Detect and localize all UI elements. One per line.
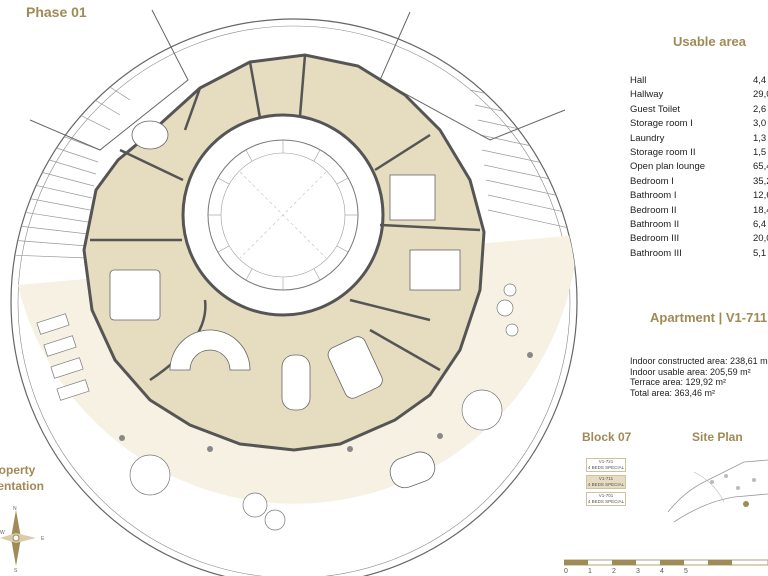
room-area: 6,4 <box>753 218 767 230</box>
terrace-dining-table <box>389 451 436 489</box>
unit-code: V1-721 <box>598 459 614 464</box>
scale-label: 0 <box>564 568 568 575</box>
room-name: Laundry <box>630 132 665 144</box>
room-name: Guest Toilet <box>630 103 680 115</box>
area-row-guest-toilet: Guest Toilet 2,6 <box>630 103 768 117</box>
block-title: Block 07 <box>582 430 632 444</box>
compass-w: W <box>0 530 5 536</box>
orientation-line-2: ientation <box>0 479 44 493</box>
room-name: Bedroom II <box>630 204 677 216</box>
area-row-bedroom-1: Bedroom I 35,2 <box>630 175 768 189</box>
compass-n: N <box>13 506 17 512</box>
courtyard-steps <box>208 140 358 290</box>
scale-label: 2 <box>612 568 616 575</box>
site-plan-title: Site Plan <box>692 430 743 444</box>
columns <box>119 352 533 452</box>
area-row-hall: Hall 4,4 <box>630 74 768 88</box>
area-row-bedroom-3: Bedroom III 20,0 <box>630 232 768 246</box>
floor-plan <box>10 9 578 576</box>
room-area: 65,4 <box>753 161 768 173</box>
area-row-storage-2: Storage room II 1,5 <box>630 146 768 160</box>
scale-label: 5 <box>684 568 688 575</box>
indoor-constructed-area: Indoor constructed area: 238,61 m² <box>630 356 768 366</box>
area-row-lounge: Open plan lounge 65,4 <box>630 160 768 174</box>
unit-code: V1-711 <box>598 476 614 481</box>
room-name: Storage room I <box>630 118 693 130</box>
unit-desc: 4 BEDS SPECIAL <box>587 465 625 470</box>
furniture <box>109 120 461 489</box>
room-name: Bathroom III <box>630 247 682 259</box>
terrace-planters <box>129 283 519 531</box>
room-area: 3,0 <box>753 118 767 130</box>
room-area: 35,2 <box>753 175 768 187</box>
orientation-line-1: roperty <box>0 463 36 477</box>
usable-area-title: Usable area <box>673 34 746 49</box>
room-area: 1,3 <box>753 132 767 144</box>
room-name: Hallway <box>630 89 664 101</box>
area-row-bathroom-3: Bathroom III 5,1 <box>630 247 768 261</box>
area-row-bedroom-2: Bedroom II 18,4 <box>630 204 768 218</box>
terrace-area: Terrace area: 129,92 m² <box>630 377 727 387</box>
room-name: Bathroom I <box>630 190 677 202</box>
phase-title: Phase 01 <box>26 4 87 20</box>
area-row-bathroom-2: Bathroom II 6,4 <box>630 218 768 232</box>
kitchen-island <box>327 336 383 399</box>
unit-code: V1-701 <box>598 493 614 498</box>
bathtub-left <box>131 120 169 150</box>
room-area: 4,4 <box>753 75 767 86</box>
scale-label: 4 <box>660 568 664 575</box>
area-row-laundry: Laundry 1,3 <box>630 132 768 146</box>
usable-area-list: Hall 4,4 Hallway 29,0 Guest Toilet 2,6 Stor… <box>630 74 768 261</box>
room-name: Hall <box>630 75 647 86</box>
room-area: 12,6 <box>753 190 768 202</box>
area-row-storage-1: Storage room I 3,0 <box>630 117 768 131</box>
orientation-label: roperty ientation <box>0 462 44 494</box>
compass-s: S <box>14 568 18 572</box>
bed-right-1 <box>389 174 436 221</box>
outer-boundary-inner <box>17 25 571 576</box>
loungers <box>36 313 90 401</box>
area-row-bathroom-1: Bathroom I 12,6 <box>630 189 768 203</box>
compass-icon: N E S W <box>0 506 45 572</box>
bed-right-2 <box>409 249 461 291</box>
room-name: Bedroom III <box>630 233 680 245</box>
dining-table <box>281 354 311 411</box>
bed-left <box>109 269 161 321</box>
scale-label: 3 <box>636 568 640 575</box>
sofa-round <box>169 329 251 371</box>
room-name: Bedroom I <box>630 175 674 187</box>
scale-label: 1 <box>588 568 592 575</box>
room-area: 1,5 <box>753 146 767 158</box>
room-name: Storage room II <box>630 146 696 158</box>
room-area: 18,4 <box>753 204 768 216</box>
wing-left <box>29 9 189 151</box>
room-area: 2,6 <box>753 103 767 115</box>
area-row-hallway: Hallway 29,0 <box>630 88 768 102</box>
room-name: Bathroom II <box>630 218 680 230</box>
room-area: 20,0 <box>753 233 768 245</box>
room-area: 29,0 <box>753 89 768 101</box>
room-area: 5,1 <box>753 247 767 259</box>
compass-e: E <box>41 536 45 542</box>
partitions <box>90 54 481 382</box>
total-area: Total area: 363,46 m² <box>630 387 716 398</box>
scale-bar <box>564 559 768 566</box>
apartment-title: Apartment | V1-711 <box>650 310 768 325</box>
site-plan-map <box>667 459 768 523</box>
apartment-areas: Indoor constructed area: 238,61 m² Indoo… <box>630 356 768 398</box>
indoor-usable-area: Indoor usable area: 205,59 m² <box>630 366 751 377</box>
wing-right <box>379 11 566 141</box>
unit-desc: 4 BEDS SPECIAL <box>587 482 625 487</box>
unit-desc: 4 BEDS SPECIAL <box>587 499 625 504</box>
room-name: Open plan lounge <box>630 161 706 173</box>
